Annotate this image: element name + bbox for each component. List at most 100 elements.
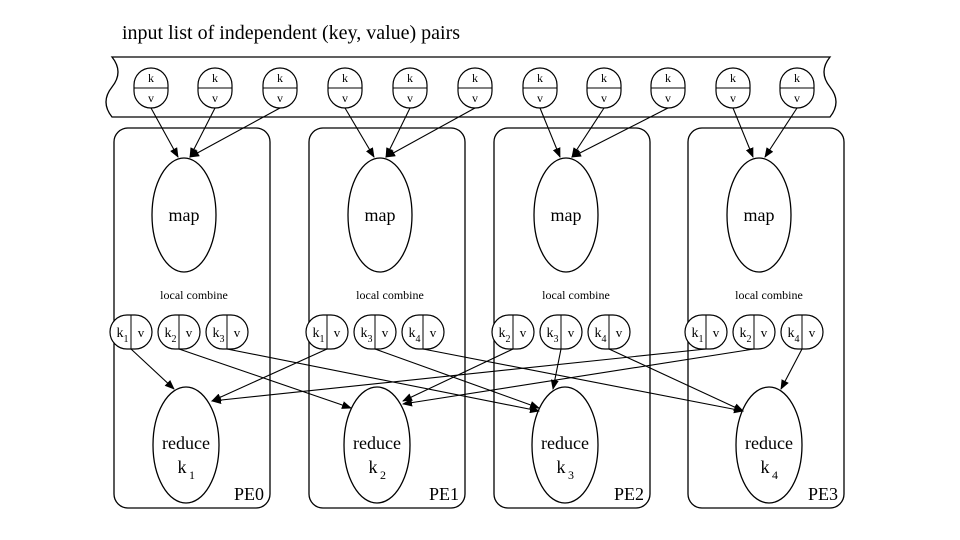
combined-pair-key-index: 4 [795, 334, 800, 345]
flow-arrow-input-to-map [385, 107, 476, 158]
combined-pair-key-index: 4 [602, 334, 607, 345]
pe-border [687, 127, 845, 509]
flow-arrow-input-to-map [385, 107, 411, 158]
input-pair-key: k [794, 71, 800, 85]
input-pair: kv [457, 67, 493, 109]
map-label: map [169, 205, 200, 225]
combined-pair-value: v [430, 325, 437, 340]
reduce-key: k [369, 457, 378, 477]
input-pair-value: v [407, 91, 413, 105]
input-pair-value: v [665, 91, 671, 105]
reduce-label: reduce [745, 433, 793, 453]
flow-arrow-input-to-map [571, 107, 605, 158]
diagram-title: input list of independent (key, value) p… [122, 22, 461, 44]
combined-pair-key-index: 4 [416, 334, 421, 345]
flow-arrow-input-to-map [189, 107, 216, 158]
pe-border [113, 127, 271, 509]
input-pair: kv [779, 67, 815, 109]
combined-pair-key: k [547, 326, 554, 341]
flow-arrow-combine-to-reduce [422, 348, 744, 414]
reduce-key: k [557, 457, 566, 477]
input-pair-value: v [472, 91, 478, 105]
flow-arrow-input-to-map [732, 107, 754, 158]
local-combine-label: local combine [356, 288, 424, 302]
input-pair-value: v [730, 91, 736, 105]
combined-pair-value: v [568, 325, 575, 340]
input-pair: kv [197, 67, 233, 109]
combined-pair-key-index: 1 [320, 334, 325, 345]
combined-pair-key: k [165, 326, 172, 341]
combined-pair-value: v [761, 325, 768, 340]
flow-arrow-combine-to-reduce [178, 348, 352, 409]
reduce-node [152, 386, 220, 504]
input-pair-value: v [794, 91, 800, 105]
combined-pair-key: k [361, 326, 368, 341]
combined-pair-value: v [616, 325, 623, 340]
combined-pair-key: k [595, 326, 602, 341]
flow-arrow-input-to-map [189, 107, 281, 158]
flow-arrow-combine-to-reduce [211, 348, 707, 405]
input-pair-value: v [601, 91, 607, 105]
input-pair-value: v [148, 91, 154, 105]
input-pair-key: k [472, 71, 478, 85]
input-pair-key: k [342, 71, 348, 85]
combined-pair-value: v [186, 325, 193, 340]
flow-arrow-combine-to-reduce [402, 348, 755, 407]
input-pair-key: k [665, 71, 671, 85]
input-pair-key: k [277, 71, 283, 85]
combined-pair-key: k [409, 326, 416, 341]
reduce-key-index: 4 [772, 468, 778, 482]
combined-pair-value: v [809, 325, 816, 340]
pe-label: PE3 [808, 484, 838, 504]
reduce-label: reduce [162, 433, 210, 453]
combined-pair-key-index: 2 [506, 334, 511, 345]
combined-pair-key-index: 3 [554, 334, 559, 345]
input-pair-value: v [537, 91, 543, 105]
combined-pair-key: k [692, 326, 699, 341]
combined-pair-key: k [740, 326, 747, 341]
reduce-key: k [178, 457, 187, 477]
combined-pair-key: k [313, 326, 320, 341]
map-label: map [551, 205, 582, 225]
input-pair-key: k [537, 71, 543, 85]
combined-pair-key: k [117, 326, 124, 341]
combined-pair-value: v [138, 325, 145, 340]
combined-pair-value: v [520, 325, 527, 340]
combined-pair-value: v [334, 325, 341, 340]
flow-arrow-combine-to-reduce [608, 348, 744, 412]
combined-pair-key-index: 2 [172, 334, 177, 345]
input-pair-key: k [212, 71, 218, 85]
reduce-node [735, 386, 803, 504]
pe-label: PE1 [429, 484, 459, 504]
reduce-label: reduce [353, 433, 401, 453]
input-pair: kv [522, 67, 558, 109]
pe-border [308, 127, 466, 509]
combined-pair-key: k [499, 326, 506, 341]
input-pair: kv [133, 67, 169, 109]
map-node [533, 157, 599, 273]
combined-pair-key: k [213, 326, 220, 341]
local-combine-label: local combine [735, 288, 803, 302]
input-pair-value: v [342, 91, 348, 105]
input-pair-value: v [212, 91, 218, 105]
map-label: map [365, 205, 396, 225]
combined-pair-key-index: 1 [699, 334, 704, 345]
flow-arrow-combine-to-reduce [374, 348, 540, 409]
input-pair-key: k [601, 71, 607, 85]
combined-pair-value: v [382, 325, 389, 340]
input-pair-key: k [407, 71, 413, 85]
pe-border [493, 127, 651, 509]
reduce-node [531, 386, 599, 504]
